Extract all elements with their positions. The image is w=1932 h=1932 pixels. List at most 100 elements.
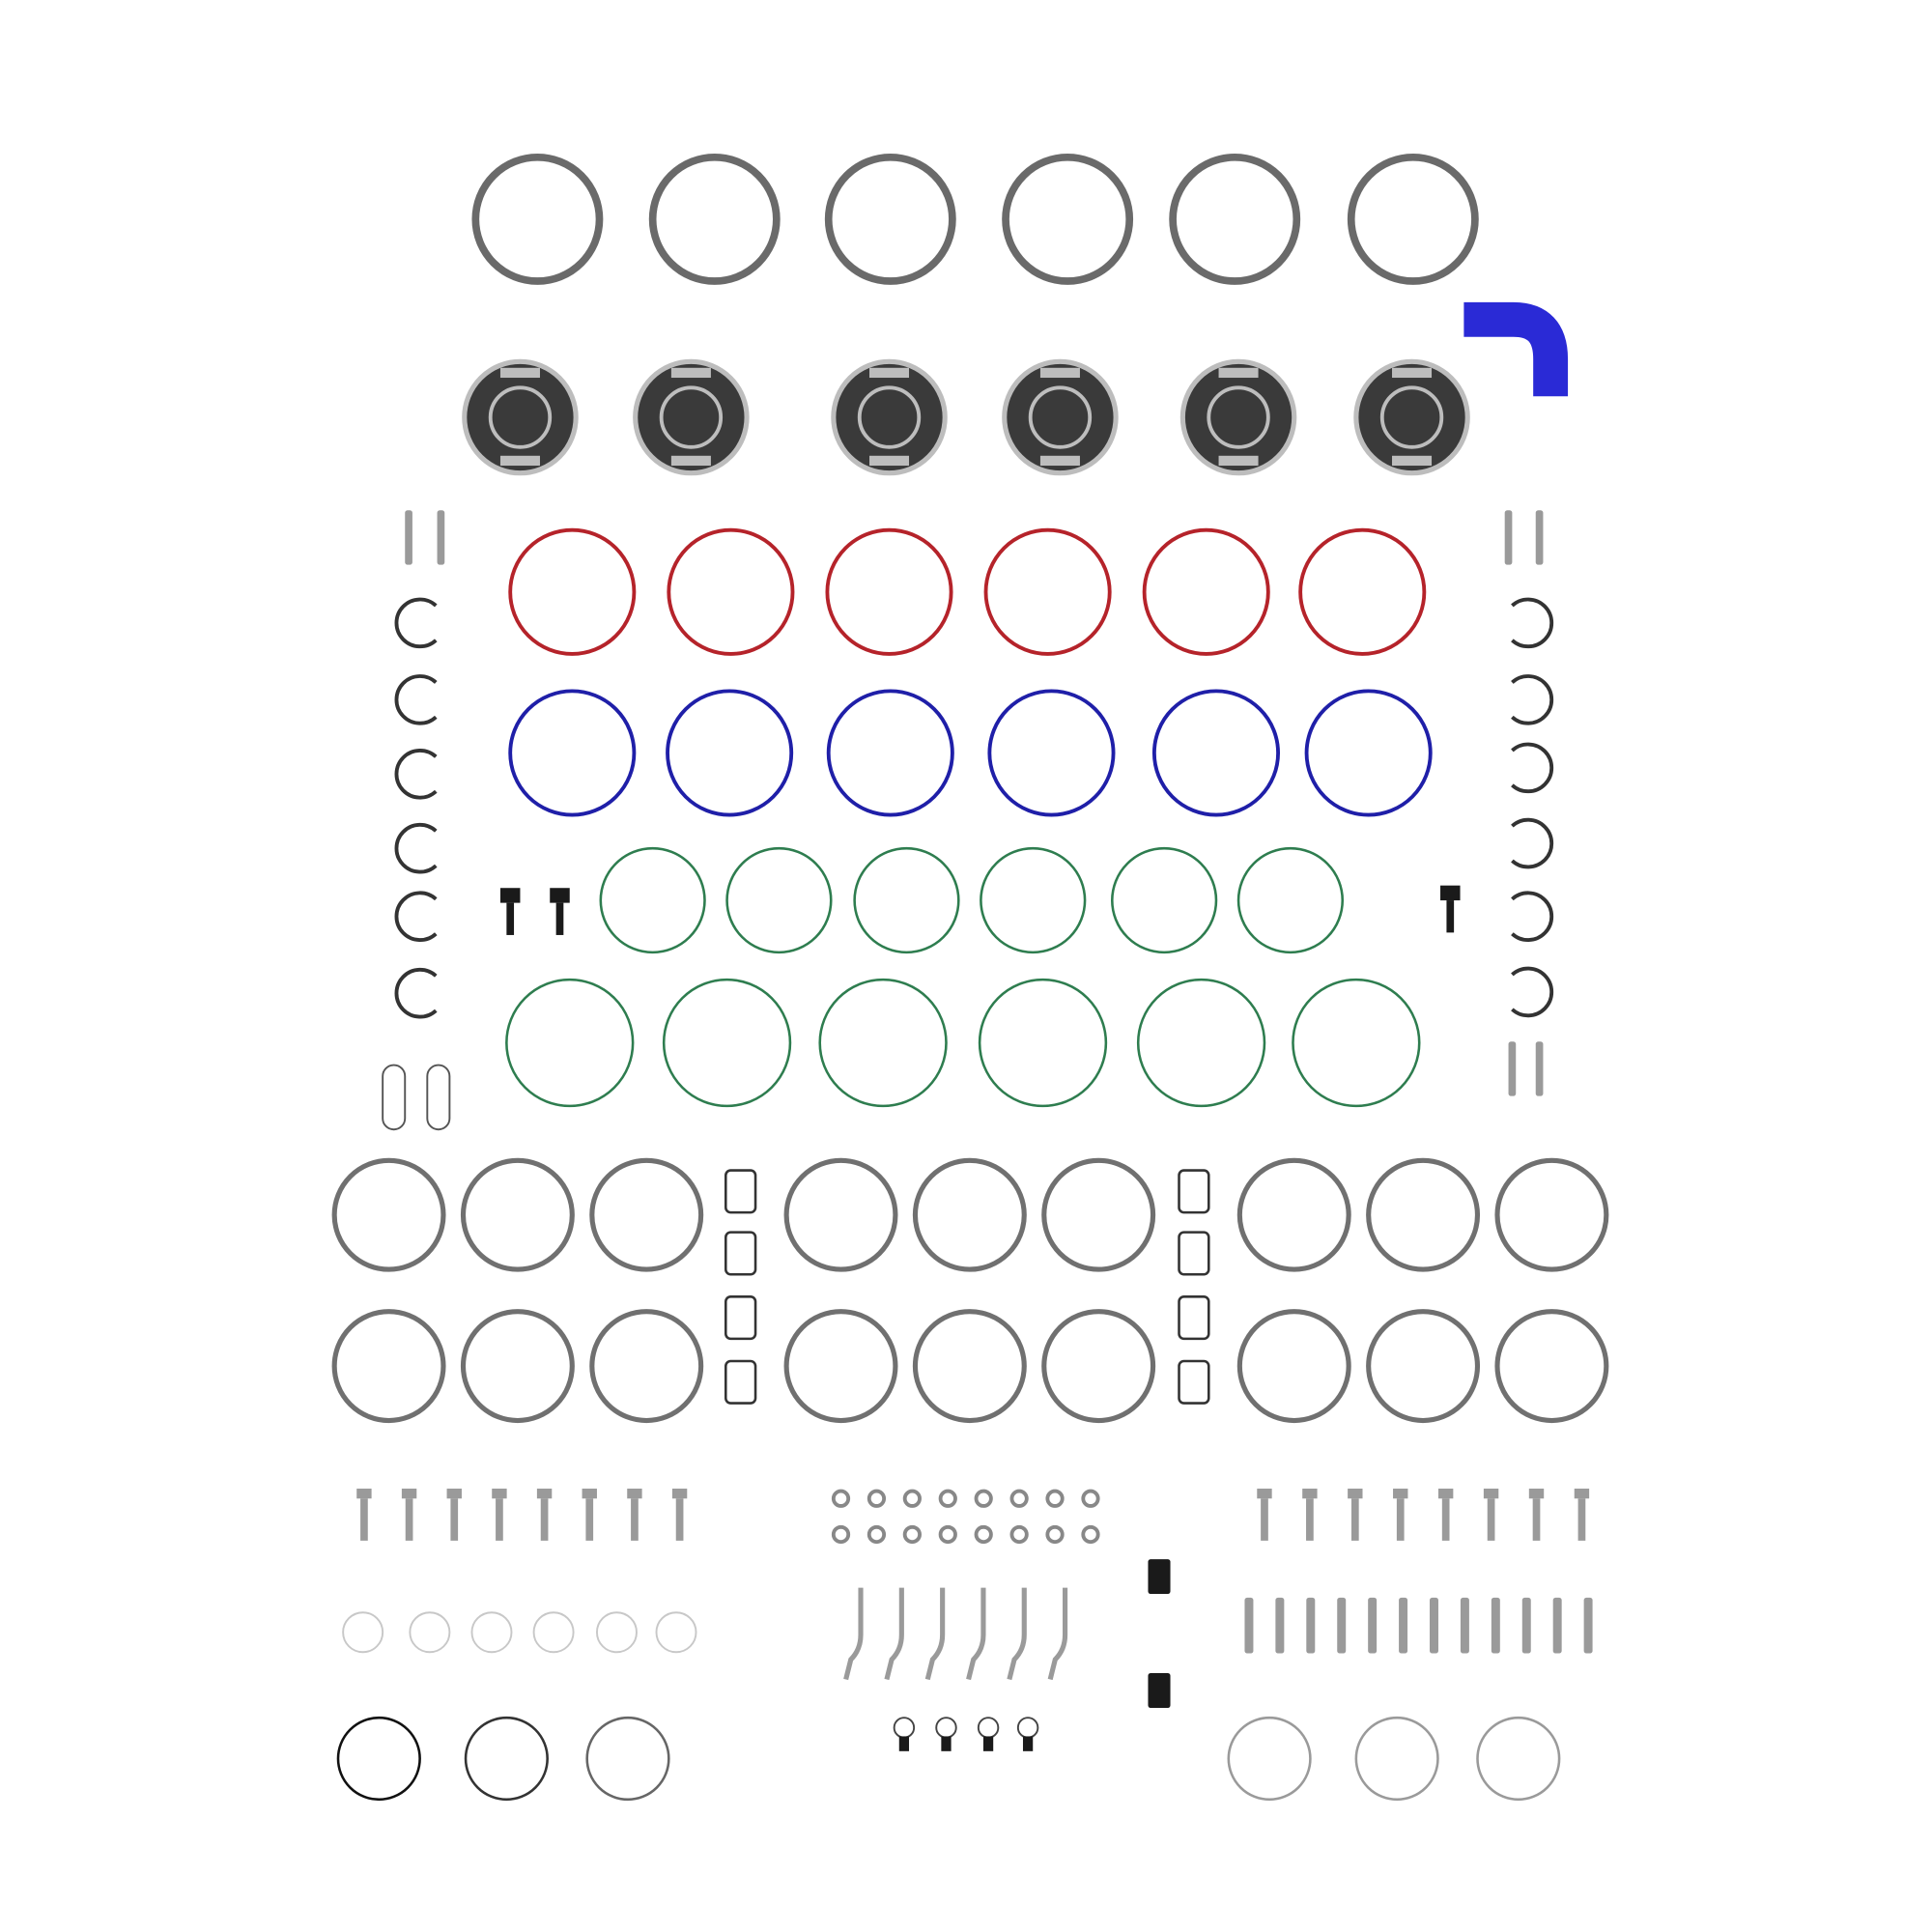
bolt-head (492, 1489, 507, 1499)
circlip (1511, 597, 1554, 649)
circlip (1511, 817, 1554, 869)
o-ring-green-small (980, 846, 1087, 954)
hook-clip-base (941, 1736, 952, 1751)
circlip (394, 674, 438, 725)
bolt-shank (1396, 1498, 1405, 1541)
bolt-head (671, 1489, 688, 1499)
piston-ring (1236, 1309, 1351, 1424)
piston-ring (1366, 1157, 1481, 1272)
o-ring-red (1298, 527, 1427, 656)
nut (938, 1524, 957, 1545)
o-ring-blue (508, 689, 637, 817)
nut (831, 1524, 851, 1545)
stud-pin (1460, 1597, 1469, 1654)
piston-ring (589, 1157, 704, 1272)
circlip (1511, 966, 1554, 1018)
bolt-head (536, 1489, 553, 1499)
hook-clip-base (898, 1736, 910, 1751)
piston-bowl (1379, 385, 1444, 449)
washer (342, 1611, 384, 1654)
nut (1045, 1489, 1065, 1508)
o-ring-green-small (1236, 846, 1345, 954)
piston-valve-relief (869, 455, 910, 467)
circlip (394, 597, 438, 649)
dowel-pin (405, 510, 412, 565)
bolt-shank (405, 1498, 413, 1541)
bolt-head (446, 1489, 462, 1499)
bolt-shank (585, 1498, 594, 1541)
bracket-clip (1178, 1295, 1210, 1341)
nut (1081, 1524, 1100, 1545)
fitting-head (499, 888, 521, 903)
piston (462, 358, 579, 476)
dowel-pin (1504, 510, 1513, 565)
o-ring-blue (666, 689, 794, 817)
piston-bowl (659, 385, 724, 449)
bolt-head (1302, 1489, 1318, 1499)
o-ring-green-large (978, 978, 1108, 1108)
piston-ring (783, 1309, 898, 1424)
fitting-head (550, 888, 570, 903)
stud-pin (1275, 1597, 1285, 1654)
circlip (394, 823, 438, 874)
circlip (394, 749, 438, 800)
piston (633, 358, 750, 476)
circlip (394, 968, 438, 1019)
piston (1353, 358, 1470, 476)
washer (655, 1611, 697, 1654)
bolt-head (1437, 1489, 1454, 1499)
oil-squirter (1007, 1587, 1027, 1681)
bolt-shank (1441, 1498, 1450, 1541)
piston-ring (912, 1157, 1027, 1272)
stud-pin (1244, 1597, 1254, 1654)
piston-valve-relief (1392, 455, 1433, 467)
nut (938, 1489, 957, 1508)
snap-ring (1476, 1716, 1561, 1802)
parts-layout (331, 153, 1609, 1802)
snap-ring (1227, 1716, 1312, 1802)
bracket-clip (724, 1359, 757, 1405)
piston-ring (589, 1309, 704, 1424)
seal-ring (1002, 153, 1134, 285)
nut (902, 1524, 922, 1545)
bolt-shank (1577, 1498, 1586, 1541)
wire-clip (426, 1064, 451, 1131)
fitting-stem (555, 902, 564, 935)
gasket-ring (464, 1716, 549, 1802)
o-ring-green-large (1136, 978, 1266, 1108)
o-ring-green-large (818, 978, 948, 1108)
stud-pin (1583, 1597, 1593, 1654)
bolt-shank (631, 1498, 639, 1541)
fitting-stem (1446, 900, 1455, 933)
bolt-shank (1261, 1498, 1268, 1541)
oil-squirter (884, 1587, 904, 1681)
piston-valve-relief (499, 367, 540, 379)
bolt-shank (450, 1498, 459, 1541)
fitting-head (1440, 885, 1461, 901)
piston-ring (1041, 1309, 1156, 1424)
piston-ring (1041, 1157, 1156, 1272)
bolt-head (1528, 1489, 1545, 1499)
piston-ring (783, 1157, 898, 1272)
piston-bowl (1028, 385, 1093, 449)
o-ring-blue (1304, 689, 1433, 817)
o-ring-red (508, 527, 637, 656)
stud-pin (1368, 1597, 1378, 1654)
circlip (394, 891, 438, 942)
dowel-pin (1508, 1041, 1517, 1096)
stud-pin (1399, 1597, 1408, 1654)
o-ring-blue (987, 689, 1116, 817)
bolt-shank (1487, 1498, 1495, 1541)
stud-pin (1552, 1597, 1562, 1654)
o-ring-green-large (1292, 978, 1421, 1108)
circlip (1511, 891, 1554, 942)
piston-valve-relief (1039, 367, 1080, 379)
piston-valve-relief (1039, 455, 1080, 467)
bracket-clip (1178, 1231, 1210, 1276)
bolt-head (1574, 1489, 1590, 1499)
hook-clip-base (1022, 1736, 1034, 1751)
bolt-head (1393, 1489, 1408, 1499)
bolt-head (582, 1489, 597, 1499)
